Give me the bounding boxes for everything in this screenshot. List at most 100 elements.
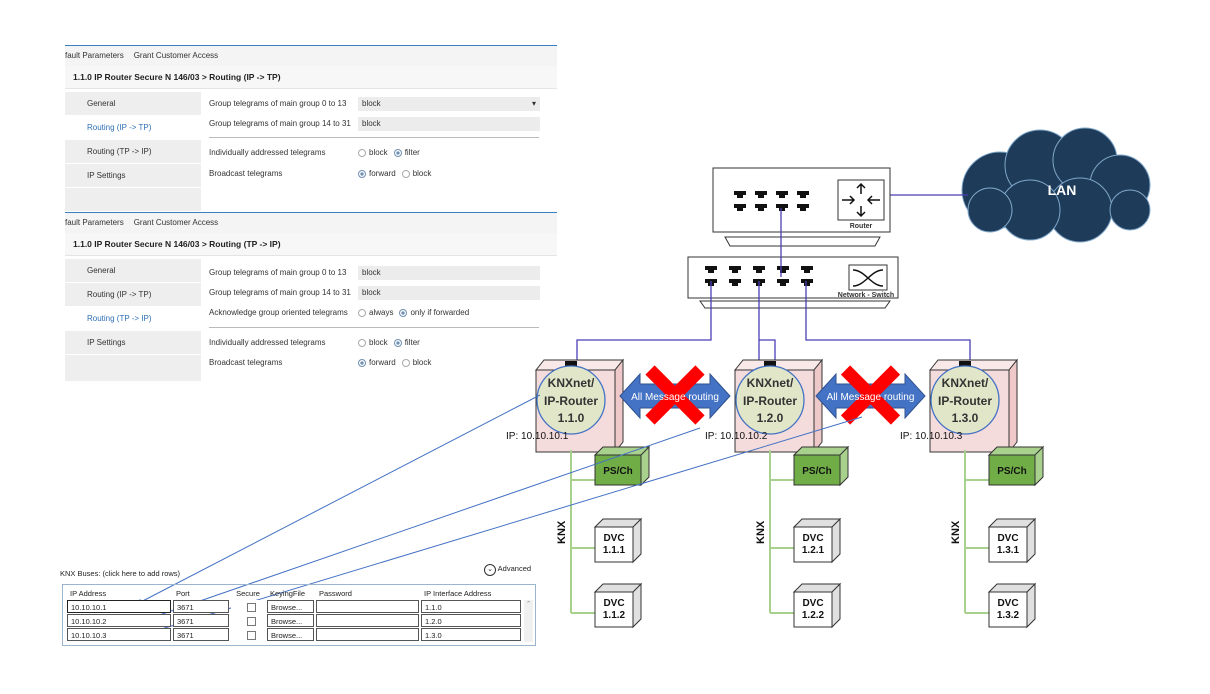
tab-bar: fault Parameters Grant Customer Access: [65, 46, 557, 66]
power-supply-choke: PS/Ch: [593, 445, 651, 487]
radio-option[interactable]: forward: [358, 358, 396, 367]
knx-bus-line: KNX: [755, 450, 794, 614]
parameter-label: Group telegrams of main group 0 to 13: [209, 99, 347, 108]
browse-button[interactable]: Browse...: [267, 600, 314, 613]
knx-bus-line: KNX: [950, 450, 989, 614]
radio-option[interactable]: forward: [358, 169, 396, 178]
radio-button[interactable]: [401, 169, 410, 178]
sidebar-item[interactable]: IP Settings: [65, 164, 201, 188]
radio-button[interactable]: [393, 338, 402, 347]
checkbox[interactable]: [247, 602, 256, 612]
table-cell-password[interactable]: [316, 628, 419, 641]
routing-label: All Message routing: [631, 392, 719, 403]
table-cell-port[interactable]: 3671: [173, 614, 229, 627]
ethernet-port-icon: [801, 266, 813, 273]
column-header[interactable]: IP Interface Address: [424, 589, 492, 598]
radio-option[interactable]: filter: [393, 338, 420, 347]
radio-label: forward: [369, 358, 396, 367]
checkbox[interactable]: [247, 630, 256, 640]
table-cell-password[interactable]: [316, 614, 419, 627]
router-name-addr: 1.3.0: [952, 411, 979, 425]
scrollbar[interactable]: ⌃: [524, 600, 533, 642]
knx-bus-line: KNX: [556, 450, 595, 614]
radio-button[interactable]: [358, 148, 366, 157]
tab-1[interactable]: Grant Customer Access: [133, 51, 219, 60]
parameter-dropdown[interactable]: block▾: [358, 97, 540, 111]
radio-button[interactable]: [358, 338, 366, 347]
svg-text:1.2.1: 1.2.1: [802, 545, 825, 556]
radio-option[interactable]: block: [401, 169, 431, 178]
table-cell-ip[interactable]: 10.10.10.2: [67, 614, 171, 627]
browse-button[interactable]: Browse...: [267, 614, 314, 627]
table-cell-iface[interactable]: 1.2.0: [421, 614, 521, 627]
parameter-value: block: [358, 117, 540, 131]
page-title: 1.1.0 IP Router Secure N 146/03 > Routin…: [65, 66, 557, 89]
secure-checkbox-cell[interactable]: [231, 614, 265, 627]
table-cell-ip[interactable]: 10.10.10.1: [67, 600, 171, 613]
sidebar-item[interactable]: Routing (IP -> TP): [65, 283, 201, 307]
table-cell-iface[interactable]: 1.1.0: [421, 600, 521, 613]
knx-label: KNX: [755, 520, 767, 544]
svg-text:1.3.2: 1.3.2: [997, 610, 1020, 621]
radio-option[interactable]: block: [401, 358, 432, 367]
tab-1[interactable]: Grant Customer Access: [133, 218, 219, 227]
mapping-line: [134, 394, 541, 606]
radio-button[interactable]: [401, 358, 410, 367]
radio-option[interactable]: always: [358, 308, 393, 317]
router-name-addr: 1.2.0: [757, 411, 784, 425]
sidebar-item[interactable]: General: [65, 92, 201, 116]
column-header[interactable]: IP Address: [70, 589, 107, 598]
table-cell-port[interactable]: 3671: [173, 628, 229, 641]
checkbox[interactable]: [247, 616, 256, 626]
ethernet-port-icon: [755, 204, 767, 211]
radio-label: always: [369, 308, 394, 317]
column-header[interactable]: Secure: [236, 589, 260, 598]
message-routing-blocked: All Message routing: [619, 365, 731, 425]
sidebar-item[interactable]: Routing (IP -> TP): [65, 116, 201, 140]
radio-button[interactable]: [399, 308, 408, 317]
column-header[interactable]: KeyingFile: [270, 589, 306, 598]
radio-option[interactable]: only if forwarded: [399, 308, 469, 317]
secure-checkbox-cell[interactable]: [231, 628, 265, 641]
column-header[interactable]: Password: [319, 589, 352, 598]
tab-0[interactable]: fault Parameters: [65, 218, 124, 227]
radio-option[interactable]: block: [358, 338, 388, 347]
mapping-line: [144, 427, 701, 621]
table-cell-iface[interactable]: 1.3.0: [421, 628, 521, 641]
table-cell-password[interactable]: [316, 600, 419, 613]
column-header[interactable]: Port: [176, 589, 190, 598]
knx-buses-label[interactable]: KNX Buses: (click here to add rows): [60, 569, 181, 578]
value-text: block: [362, 119, 381, 128]
table-cell-ip[interactable]: 10.10.10.3: [67, 628, 171, 641]
sidebar-item[interactable]: Routing (TP -> IP): [65, 307, 201, 331]
sidebar-item[interactable]: Routing (TP -> IP): [65, 140, 201, 164]
lan-label: LAN: [1048, 182, 1077, 198]
radio-button[interactable]: [358, 308, 366, 317]
sidebar-item[interactable]: General: [65, 259, 201, 283]
radio-group: block filter: [358, 146, 426, 160]
cell-text: 10.10.10.3: [71, 631, 107, 640]
browse-button[interactable]: Browse...: [267, 628, 314, 641]
parameter-value: block: [358, 286, 540, 300]
ethernet-port-icon: [734, 204, 746, 211]
power-supply-choke: PS/Ch: [987, 445, 1045, 487]
tab-0[interactable]: fault Parameters: [65, 51, 124, 60]
router-label: Router: [850, 223, 873, 230]
radio-button[interactable]: [358, 358, 366, 367]
advanced-toggle[interactable]: ⌄ Advanced: [484, 564, 531, 576]
radio-label: block: [412, 358, 432, 367]
radio-button[interactable]: [393, 148, 402, 157]
sidebar-item[interactable]: IP Settings: [65, 331, 201, 355]
secure-checkbox-cell[interactable]: [231, 600, 265, 613]
radio-button[interactable]: [358, 169, 366, 178]
router-name-name2: IP-Router: [544, 394, 598, 408]
radio-option[interactable]: block: [358, 148, 388, 157]
router-name-addr: 1.1.0: [558, 411, 585, 425]
value-text: block: [362, 288, 381, 297]
table-cell-port[interactable]: 3671: [173, 600, 229, 613]
radio-option[interactable]: filter: [393, 148, 420, 157]
